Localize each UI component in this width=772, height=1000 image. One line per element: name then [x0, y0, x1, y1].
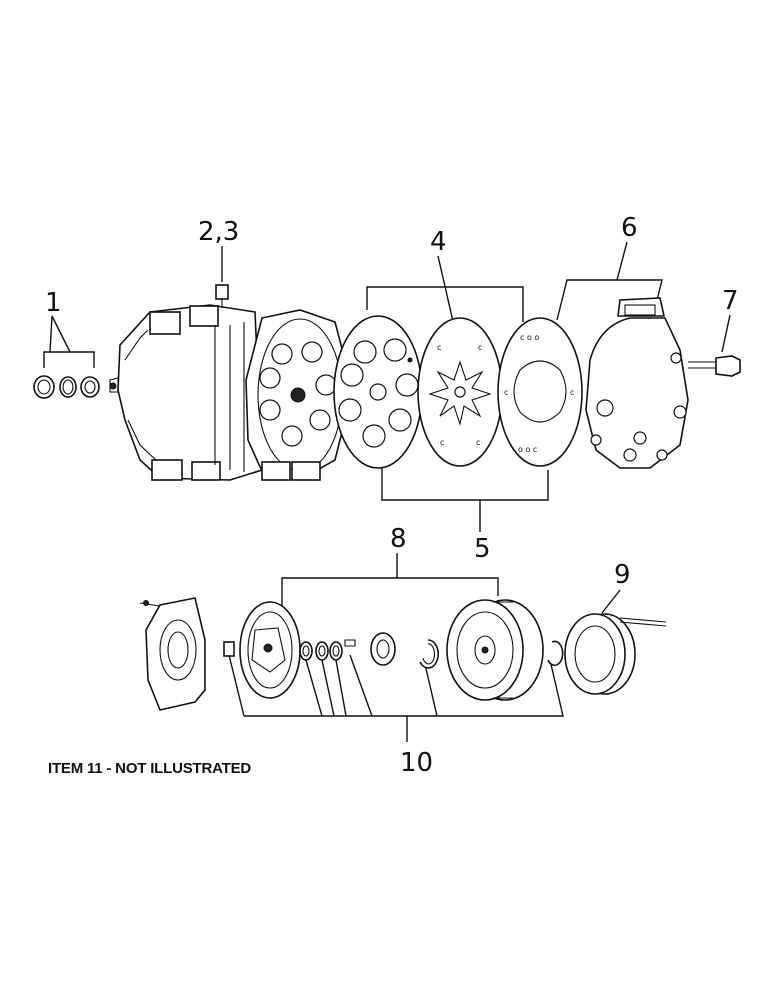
svg-text:c: c [437, 343, 441, 352]
callout-8: 8 [390, 524, 407, 554]
callout-5: 5 [474, 534, 491, 564]
callout-2-3: 2,3 [198, 217, 239, 247]
pulley [446, 599, 544, 701]
front-housing [245, 309, 346, 481]
svg-text:c: c [476, 438, 480, 447]
snap-ring-right [547, 640, 564, 667]
clutch-front-plate [139, 597, 206, 711]
cylinder-head [585, 297, 689, 469]
leader-lines [43, 241, 731, 742]
callout-9: 9 [614, 560, 631, 590]
snap-ring-left [419, 639, 439, 669]
callout-7: 7 [722, 286, 739, 316]
callout-1: 1 [45, 288, 62, 318]
valve-plate [333, 315, 423, 469]
head-gasket: c o o o o c c c [497, 317, 583, 467]
item-1-fittings [33, 375, 100, 399]
svg-text:c: c [504, 388, 508, 397]
callout-4: 4 [430, 227, 447, 257]
field-coil [564, 613, 667, 695]
bolt [688, 355, 741, 377]
svg-text:c: c [440, 438, 444, 447]
not-illustrated-note: ITEM 11 - NOT ILLUSTRATED [48, 760, 252, 777]
armature-hub [223, 601, 301, 699]
reed-plate: c c c c [417, 317, 503, 467]
svg-text:c o o: c o o [520, 333, 539, 342]
shims-and-rings [299, 632, 396, 666]
svg-text:o o c: o o c [518, 445, 537, 454]
callout-6: 6 [621, 213, 638, 243]
callout-10: 10 [400, 748, 433, 778]
compressor-body [109, 284, 263, 481]
svg-text:c: c [478, 343, 482, 352]
svg-text:c: c [570, 388, 574, 397]
